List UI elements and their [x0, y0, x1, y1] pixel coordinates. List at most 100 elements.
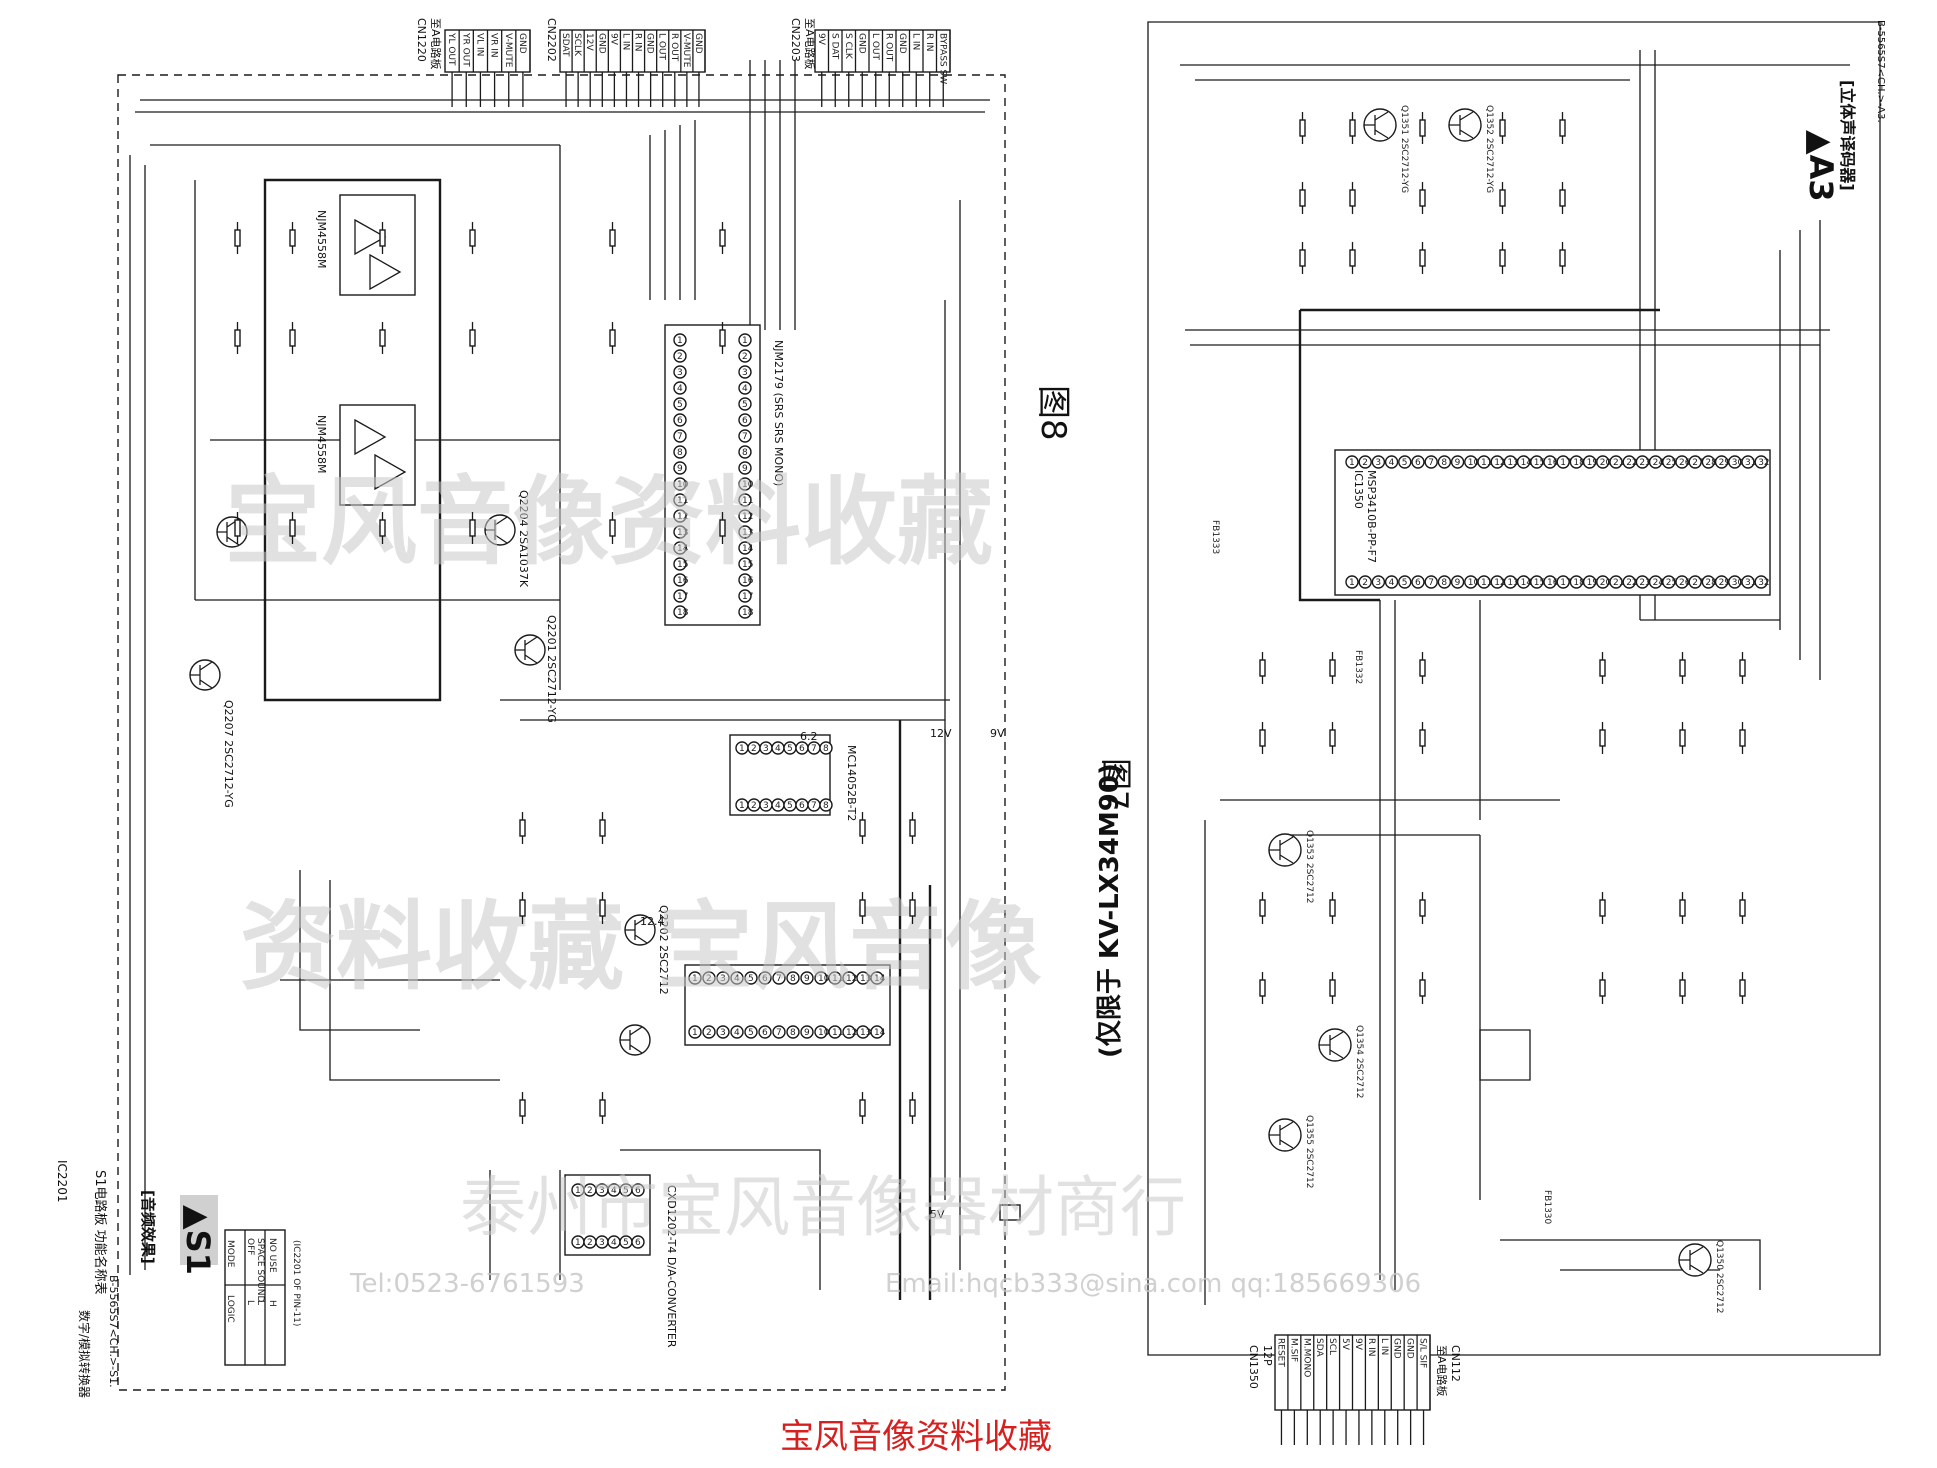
cn2203-pin-8: L IN: [910, 33, 920, 50]
s1-subtitle: S1电路板 功能名称表: [92, 1170, 108, 1295]
ic1350b-pin-no-30: 30: [1732, 578, 1744, 588]
ic1350b-pin-30: [1728, 575, 1742, 589]
cn2203-pin-9: R IN: [924, 33, 934, 52]
ic2201-pin-6: [758, 971, 772, 985]
ic1350-pin-15: [1530, 455, 1544, 469]
ic2201-pin-no-7: 7: [776, 974, 782, 984]
cn1350-pin-4: SDA: [1314, 1338, 1324, 1357]
ic2205b-pin-11: [738, 493, 752, 507]
ic2205-pin-6: [673, 413, 687, 427]
ic2205b-pin-13: [738, 525, 752, 539]
ic2205b-pin-no-18: 18: [742, 608, 754, 618]
ic1350b-pin-24: [1648, 575, 1663, 589]
ic2205-pin-3: [673, 365, 687, 379]
ic1350b-pin-21: [1609, 575, 1623, 589]
ic2205b-pin-7: [738, 429, 752, 443]
ic2201-pin-no-1: 1: [692, 974, 698, 984]
ic2205b-pin-no-3: 3: [742, 368, 748, 378]
ic2205b-pin-16: [738, 573, 752, 587]
cn2202-pin-9: L OUT: [657, 33, 667, 61]
table-row-3-mode: NO USE: [267, 1238, 277, 1273]
ic2201-pin-no-12: 12: [846, 974, 857, 984]
s1-ic-label: IC2201: [55, 1160, 69, 1202]
ic2205b-pin-18: [738, 605, 752, 619]
watermark-layer: 宝风音像资料收藏 资料收藏 宝风音像 泰州市宝风音像器材商行 Tel:0523-…: [225, 466, 1421, 1299]
ic2205-pin-no-18: 18: [677, 608, 689, 618]
cn2202-pin-2: SCLK: [572, 33, 582, 57]
ic2211b-pin-no-6: 6: [799, 801, 805, 811]
ic1350-part: MSP3410B-PP-F7: [1365, 470, 1378, 563]
ic2201-pin-no-9: 9: [804, 974, 810, 984]
ic2211b-pin-no-5: 5: [787, 801, 793, 811]
ic2205b-pin-no-11: 11: [742, 496, 753, 506]
ic2201b-pin-no-9: 9: [804, 1028, 810, 1038]
a3-part-code: B-5565S7<CH.>-A3.: [1875, 20, 1886, 123]
ic1350b-pin-15: [1530, 575, 1544, 589]
ic2201b-pin-no-3: 3: [720, 1028, 726, 1038]
ic1350-pin-6: [1411, 455, 1425, 469]
ic1350b-pin-8: [1437, 575, 1452, 589]
ic2205-pin-no-16: 16: [677, 576, 689, 586]
cn1220-pin-4: VR IN: [489, 33, 499, 58]
ic2205b-pin-no-14: 14: [742, 544, 754, 554]
ic2201c-pin-no-3: 3: [599, 1186, 605, 1196]
cn1350-dest: 至A电路板: [1435, 1345, 1449, 1397]
ic2209-label: NJM4558M: [315, 415, 328, 473]
ic2205b-pin-3: [738, 365, 752, 379]
ic2201b-pin-8: [786, 1025, 800, 1039]
ic1350-pin-no-13: 13: [1507, 458, 1518, 468]
a3-transistor-label-5: Q1355 2SC2712: [1304, 1115, 1314, 1188]
table-row-3-logic: H: [267, 1300, 277, 1307]
ic2201b-pin-no-4: 4: [734, 1028, 740, 1038]
ic1350b-pin-no-20: 20: [1600, 578, 1612, 588]
ic2205b-pin-12: [738, 509, 752, 523]
ic2205-pin-no-14: 14: [677, 544, 689, 554]
ic1350-pin-no-18: 18: [1573, 458, 1585, 468]
ic2201b-pin-11: [828, 1025, 842, 1039]
function-table: [224, 1229, 286, 1366]
ic1350-pin-no-1: 1: [1349, 458, 1355, 468]
ic2201b-pin-no-8: 8: [790, 1028, 796, 1038]
ic2205b-pin-15: [738, 557, 752, 571]
table-row-1-logic: L: [245, 1300, 255, 1305]
ic1350-pin-no-22: 22: [1626, 458, 1637, 468]
ic2211-pin-no-6: 6: [799, 744, 805, 754]
ic2205-pin-14: [673, 541, 687, 555]
ic1350-pin-16: [1543, 455, 1557, 469]
cn1350-pin-9: L IN: [1379, 1338, 1389, 1355]
ic1350b-pin-no-5: 5: [1402, 578, 1408, 588]
component-cluster: [234, 222, 726, 544]
ic1350b-pin-no-21: 21: [1613, 578, 1624, 588]
ic2201b-pin-4: [730, 1025, 744, 1039]
ic2201-pin-no-3: 3: [720, 974, 726, 984]
cn1350-pin-12: S/L SIF: [1418, 1338, 1428, 1368]
ic1350b-pin-6: [1411, 575, 1425, 589]
ic2205-pin-7: [673, 429, 687, 443]
ic1350-pin-31: [1741, 455, 1755, 469]
ic1350-pin-22: [1622, 455, 1636, 469]
cn2202-pin-8: GND: [645, 33, 655, 54]
ic1350b-pin-no-17: 17: [1560, 578, 1571, 588]
voltage-12v: 12V: [930, 727, 952, 740]
ic2205b-pin-no-2: 2: [742, 352, 748, 362]
ic2211-pin-no-5: 5: [787, 744, 793, 754]
ic1350b-pin-no-9: 9: [1455, 578, 1461, 588]
op-amp-frame: [263, 178, 442, 702]
ic2205-pin-11: [673, 493, 687, 507]
cn2203-pin-2: S DAT: [829, 33, 839, 60]
ic2201-pin-9: [800, 971, 814, 985]
cn2203-pin-4: GND: [856, 33, 866, 54]
ic2201d-pin-no-6: 6: [635, 1238, 641, 1248]
bus-lines-a3: [1180, 50, 1850, 620]
ic2205-pin-no-17: 17: [677, 592, 688, 602]
ic1350b-pin-no-27: 27: [1692, 578, 1703, 588]
ic2205-pin-1: [673, 333, 687, 347]
ic1350b-pin-no-11: 11: [1481, 578, 1492, 588]
cn2202-pin-5: 9V: [608, 33, 618, 46]
a3-transistor-5: Q1355 2SC2712: [1268, 1115, 1314, 1188]
a3-transistor-4: Q1354 2SC2712: [1318, 1025, 1364, 1098]
ic1350b-pin-18: [1569, 575, 1584, 589]
ic2205b-pin-no-6: 6: [742, 416, 748, 426]
